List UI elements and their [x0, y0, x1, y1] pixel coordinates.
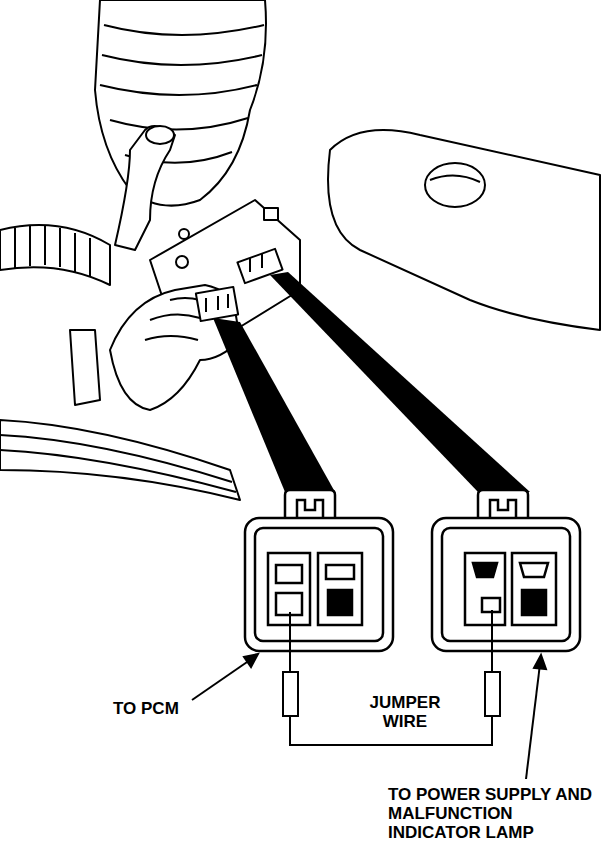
label-box: TO POWER SUPPLY AND MALFUNCTION INDICATO…: [388, 785, 602, 842]
terminal: [522, 590, 546, 615]
terminal-cavity: [465, 553, 505, 625]
pcm-connector: [245, 490, 393, 651]
connector-body: [245, 518, 393, 651]
leader-line: [192, 660, 250, 700]
hose-ring: [146, 126, 174, 144]
terminal: [482, 598, 500, 612]
probe: [485, 672, 500, 716]
label-box: JUMPER WIRE: [362, 693, 448, 731]
callout-wedge: [270, 272, 530, 492]
filler-cap: [425, 163, 485, 207]
wire: [289, 612, 291, 672]
cap-edge: [430, 175, 480, 182]
callout-label: TO PCM: [113, 699, 179, 718]
callout-label: JUMPER WIRE: [362, 693, 448, 731]
engine-cover: [328, 130, 600, 330]
connector-tab: [285, 490, 335, 520]
held-connector: [196, 287, 238, 321]
clip: [264, 208, 278, 220]
connector-lines: [250, 254, 262, 272]
jumper-wire: [283, 610, 500, 745]
leader-arrows: [192, 654, 546, 779]
connector-body: [432, 518, 580, 651]
corrugated-hose: [0, 225, 110, 285]
intake-boot: [95, 0, 266, 206]
arrowhead: [534, 655, 546, 669]
power-connector: [432, 490, 580, 651]
leader-line: [526, 664, 540, 779]
lower-cover: [0, 420, 240, 500]
terminal: [328, 590, 352, 615]
bolt: [179, 229, 189, 239]
finger-lines: [145, 298, 200, 340]
label-box: TO PCM: [113, 699, 179, 718]
terminal: [276, 593, 302, 615]
probe: [283, 672, 298, 716]
hose-elbow: [115, 126, 175, 250]
terminal-cavity: [318, 553, 362, 625]
hose-ribs: [15, 226, 90, 277]
hand: [110, 285, 240, 410]
connector-lines: [206, 294, 228, 312]
terminal-cavity: [512, 553, 556, 625]
terminal: [326, 565, 354, 579]
cover-lines: [0, 435, 236, 492]
terminal: [276, 565, 302, 583]
connector-tab: [478, 490, 528, 520]
wire: [491, 610, 493, 672]
engine-bay: [0, 0, 600, 500]
vertical-tube: [70, 330, 100, 405]
terminal: [520, 563, 548, 577]
boot-ribs: [100, 25, 264, 163]
terminal: [473, 563, 497, 577]
connector-face: [255, 528, 383, 641]
connector-face: [442, 528, 570, 641]
callout-wedge: [213, 318, 335, 492]
arrowhead: [244, 654, 258, 667]
bolt: [176, 256, 188, 268]
callout-label: TO POWER SUPPLY AND MALFUNCTION INDICATO…: [388, 785, 602, 842]
